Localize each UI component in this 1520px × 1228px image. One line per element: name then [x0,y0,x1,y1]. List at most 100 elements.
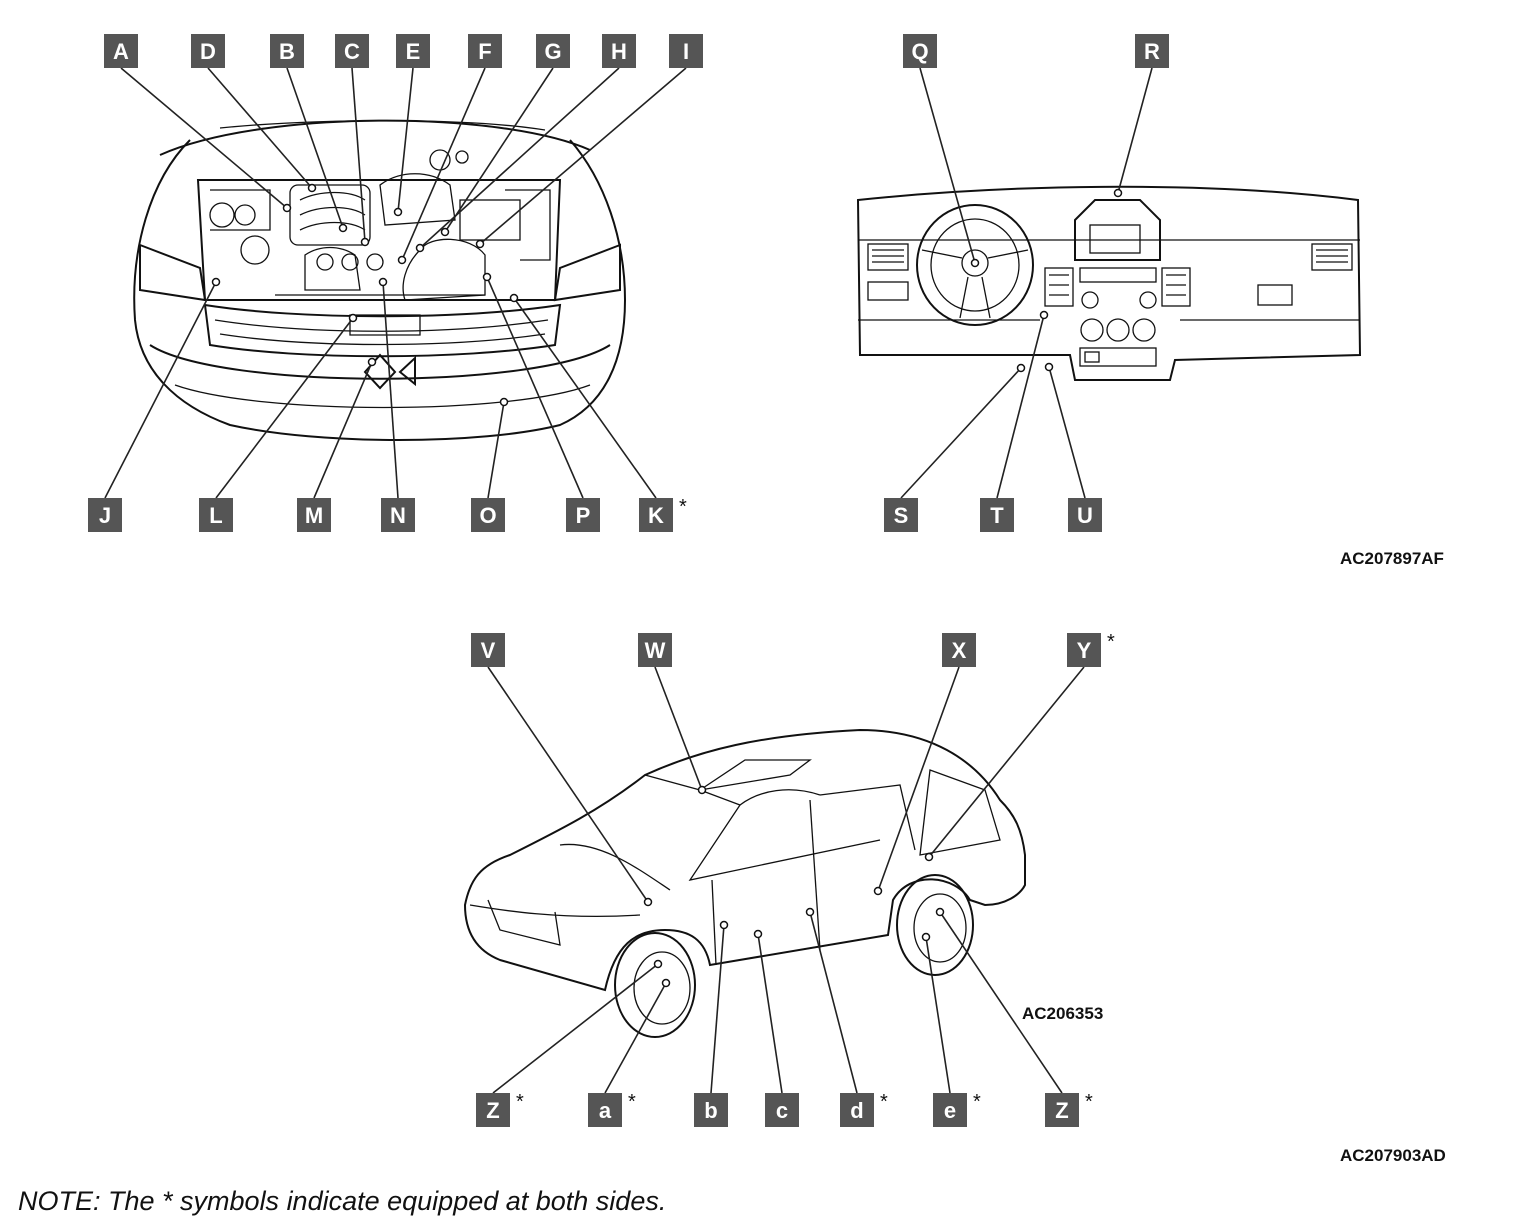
target-point-M [367,357,377,367]
callout-letter: Z [486,1098,499,1123]
callout-letter: M [305,503,323,528]
callout-box [1045,1093,1079,1127]
callout-letter: C [344,39,360,64]
both-sides-star: * [516,1091,524,1113]
callout-V: V [471,633,505,667]
callout-b: b [694,1093,728,1127]
both-sides-star: * [880,1091,888,1113]
callout-letter: I [683,39,689,64]
callout-letter: V [481,638,496,663]
callout-B: B [270,34,304,68]
leader-line-d [809,911,858,1094]
both-sides-star: * [1107,631,1115,653]
leader-line-b [710,924,725,1094]
callout-box [638,633,672,667]
callout-K: K* [639,496,687,532]
callout-letter: F [478,39,491,64]
callout-letter: W [645,638,666,663]
callout-Z: Z* [476,1091,524,1127]
leader-line-P [486,276,584,499]
target-point-b [719,920,729,930]
leader-line-E [397,67,414,213]
leader-line-Y [928,666,1085,858]
callout-box [468,34,502,68]
callout-box [1135,34,1169,68]
callout-box [270,34,304,68]
target-point-a [661,978,671,988]
target-point-H [415,243,425,253]
callout-letter: a [599,1098,612,1123]
callout-letter: E [406,39,421,64]
callout-box [903,34,937,68]
callout-box [602,34,636,68]
leader-line-Q [919,67,976,264]
callout-box [471,498,505,532]
callout-box [191,34,225,68]
callout-G: G [536,34,570,68]
target-point-S [1016,363,1026,373]
callout-letter: P [576,503,591,528]
figure-code-dashboard: AC207897AF [1340,549,1444,568]
callout-letter: T [990,503,1004,528]
callout-box [588,1093,622,1127]
leader-line-D [207,67,313,189]
callout-A: A [104,34,138,68]
leader-line-A [120,67,288,209]
target-point-d [805,907,815,917]
target-point-L [348,313,358,323]
callout-R: R [1135,34,1169,68]
leader-line-U [1048,366,1086,499]
callout-letter: e [944,1098,956,1123]
leader-line-e [925,936,951,1094]
callout-box [1067,633,1101,667]
callout-box [942,633,976,667]
callout-letter: R [1144,39,1160,64]
callout-letter: S [894,503,909,528]
callout-d: d* [840,1091,888,1127]
callout-letter: U [1077,503,1093,528]
target-point-W [697,785,707,795]
callout-letter: Z [1055,1098,1068,1123]
callout-a: a* [588,1091,636,1127]
target-point-B [338,223,348,233]
callout-N: N [381,498,415,532]
leader-line-L [215,317,354,499]
target-point-T [1039,310,1049,320]
callout-letter: L [209,503,222,528]
target-point-Q [970,258,980,268]
callout-box [335,34,369,68]
leader-line-O [487,401,505,499]
target-point-G [440,227,450,237]
callout-box [639,498,673,532]
leader-line-M [313,361,373,499]
leader-line-T [996,314,1045,499]
target-point-J [211,277,221,287]
callout-F: F [468,34,502,68]
target-point-e [921,932,931,942]
both-sides-star: * [973,1091,981,1113]
leader-line-F [401,67,486,261]
leader-line-R [1117,67,1153,194]
target-point-Z [935,907,945,917]
vehicle-illustration [463,728,1026,1038]
callout-box [297,498,331,532]
leader-line-C [351,67,366,243]
callout-I: I [669,34,703,68]
callout-box [1068,498,1102,532]
callout-Q: Q [903,34,937,68]
callout-box [471,633,505,667]
leader-line-I [479,67,687,245]
callout-L: L [199,498,233,532]
callout-box [933,1093,967,1127]
callout-box [88,498,122,532]
callout-J: J [88,498,122,532]
callout-letter: Y [1077,638,1092,663]
callout-Z: Z* [1045,1091,1093,1127]
engine-bay-illustration [133,119,627,441]
target-point-X [873,886,883,896]
callout-box [765,1093,799,1127]
callout-letter: G [544,39,561,64]
leader-line-W [654,666,703,791]
